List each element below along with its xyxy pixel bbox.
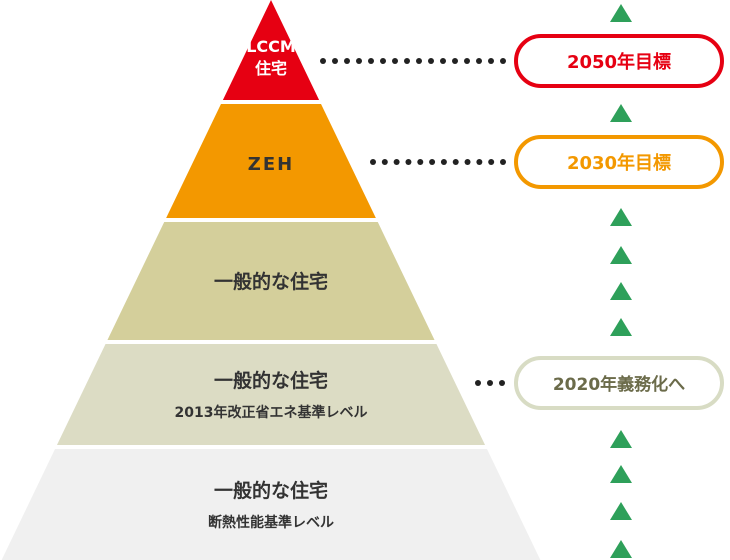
tier-zeh-label: ZEH xyxy=(248,154,294,175)
up-arrow-icon xyxy=(610,465,632,483)
tier-general-3-label: 一般的な住宅 xyxy=(214,479,328,502)
leader-dot xyxy=(500,58,506,64)
up-arrow-icon xyxy=(610,246,632,264)
leader-dot xyxy=(344,58,350,64)
up-arrow-icon xyxy=(610,104,632,122)
tier-lccm xyxy=(222,0,320,100)
leader-dot xyxy=(500,159,506,165)
leader-dot xyxy=(488,159,495,165)
tier-general-3-sublabel: 断熱性能基準レベル xyxy=(208,514,334,531)
tier-zeh xyxy=(166,104,376,218)
leader-dot xyxy=(476,58,482,64)
leader-dot xyxy=(464,159,471,165)
tier-general-3 xyxy=(1,449,541,560)
leader-dot xyxy=(429,159,436,165)
up-arrow-icon xyxy=(610,502,632,520)
up-arrow-icon xyxy=(610,318,632,336)
leader-dot xyxy=(452,58,458,64)
leader-dot xyxy=(392,58,398,64)
leader-dot xyxy=(476,159,483,165)
leader-dots-zeh xyxy=(370,159,506,165)
tier-lccm-label: LCCM xyxy=(246,37,296,56)
up-arrow-icon xyxy=(610,208,632,226)
goal-2050-badge xyxy=(514,34,724,88)
leader-dot xyxy=(332,58,338,64)
leader-dot xyxy=(405,159,412,165)
up-arrow-icon xyxy=(610,282,632,300)
leader-dot xyxy=(368,58,374,64)
leader-dot xyxy=(380,58,386,64)
progress-arrow-column xyxy=(610,4,632,558)
tier-general-2-label: 一般的な住宅 xyxy=(214,369,328,392)
leader-dot xyxy=(370,159,376,165)
leader-dot xyxy=(393,159,400,165)
leader-dot xyxy=(381,159,388,165)
leader-dot xyxy=(417,159,424,165)
up-arrow-icon xyxy=(610,430,632,448)
goal-2030-badge xyxy=(514,135,724,189)
tier-general-2-sublabel: 2013年改正省エネ基準レベル xyxy=(175,404,368,421)
leader-dot xyxy=(440,159,447,165)
leader-dot xyxy=(356,58,362,64)
up-arrow-icon xyxy=(610,4,632,22)
leader-dot xyxy=(416,58,422,64)
leader-dot xyxy=(487,380,493,386)
up-arrow-icon xyxy=(610,540,632,558)
leader-dot xyxy=(499,380,505,386)
leader-dot xyxy=(475,380,481,386)
tier-general-1 xyxy=(107,222,435,340)
goal-2030-label: 2030年目標 xyxy=(567,152,671,174)
leader-dot xyxy=(428,58,434,64)
tier-general-1-label: 一般的な住宅 xyxy=(214,270,328,293)
leader-dot xyxy=(488,58,494,64)
goal-2050-label: 2050年目標 xyxy=(567,51,671,73)
tier-general-2 xyxy=(56,344,486,445)
leader-dots-general-2 xyxy=(475,380,505,386)
leader-dot xyxy=(440,58,446,64)
tier-lccm-sublabel: 住宅 xyxy=(255,59,287,78)
mandate-2020-label: 2020年義務化へ xyxy=(553,374,685,395)
leader-dot xyxy=(320,58,326,64)
mandate-2020-badge xyxy=(514,356,724,410)
leader-dot xyxy=(452,159,459,165)
leader-dot xyxy=(464,58,470,64)
leader-dots-lccm xyxy=(320,58,506,64)
leader-dot xyxy=(404,58,410,64)
